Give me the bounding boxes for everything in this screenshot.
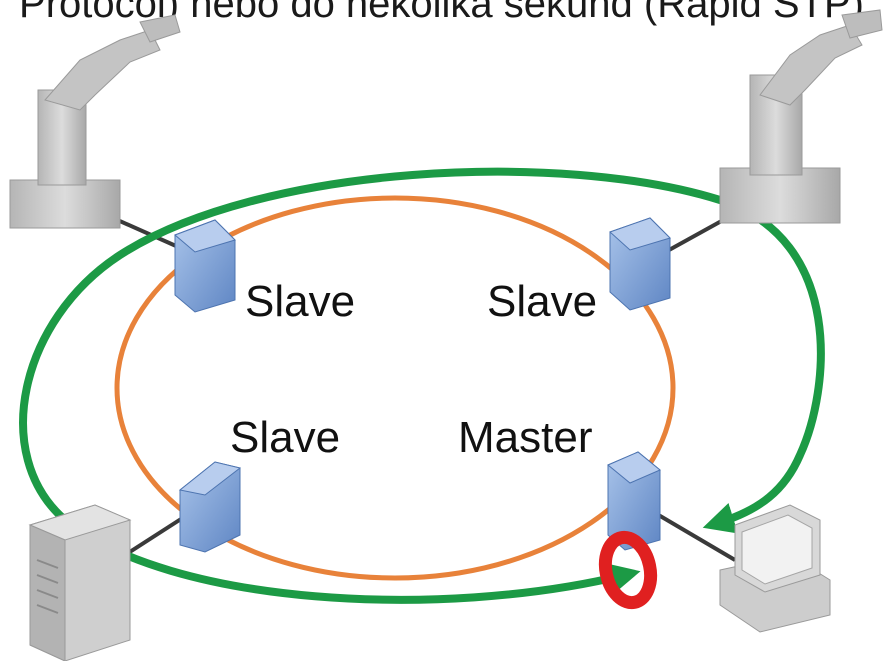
network-switch-icon <box>174 219 236 313</box>
robot-arm-icon <box>719 9 883 224</box>
server-tower-icon <box>28 504 132 661</box>
network-switch-icon <box>607 451 661 551</box>
node-label: Slave <box>487 277 598 326</box>
link-break-icon <box>598 530 658 610</box>
workstation-icon <box>719 504 831 633</box>
node-label: Slave <box>230 413 341 462</box>
network-switch-icon <box>609 217 671 311</box>
orange-ring <box>114 195 676 581</box>
green-path <box>19 167 825 604</box>
network-switch-icon <box>178 461 242 553</box>
robot-arm-icon <box>9 14 181 229</box>
node-label: Master <box>458 413 593 462</box>
node-label: Slave <box>245 277 356 326</box>
